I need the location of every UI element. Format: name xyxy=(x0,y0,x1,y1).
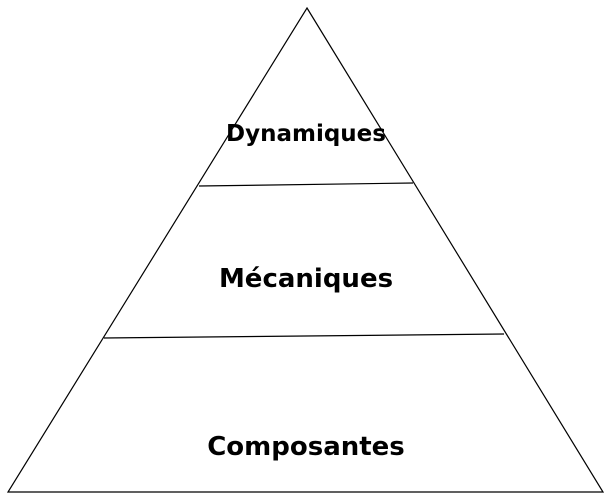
divider-middle xyxy=(103,333,505,339)
level-label-bottom: Composantes xyxy=(207,432,405,462)
pyramid-outline xyxy=(6,6,605,493)
level-label-top: Dynamiques xyxy=(226,121,386,147)
divider-top xyxy=(198,182,414,187)
level-label-middle: Mécaniques xyxy=(219,264,393,294)
